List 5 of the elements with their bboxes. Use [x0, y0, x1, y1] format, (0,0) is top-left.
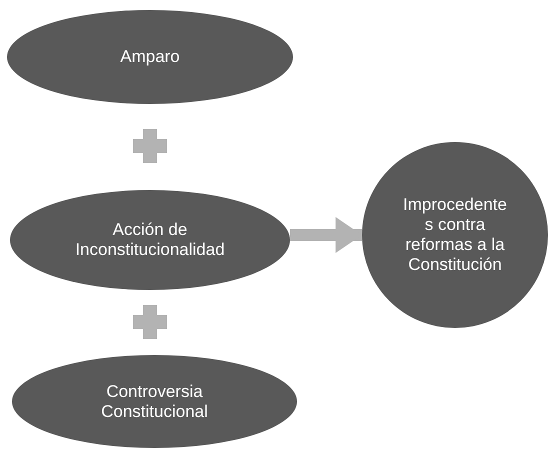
node-label: Amparo — [120, 47, 180, 67]
node-label: Controversia Constitucional — [100, 382, 209, 422]
node-label: Acción de Inconstitucionalidad — [74, 220, 226, 260]
arrow — [290, 217, 362, 253]
node-label: Improcedente s contra reformas a la Constitución — [402, 195, 508, 275]
